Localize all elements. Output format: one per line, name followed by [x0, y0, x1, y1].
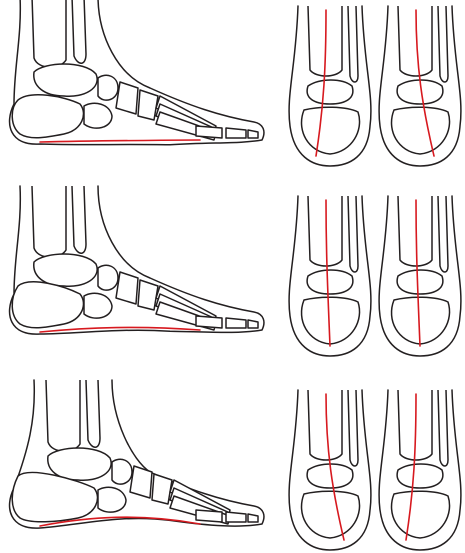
foot-row-normal: [10, 186, 461, 356]
calcaneus-bone: [302, 491, 360, 538]
talus-bone: [397, 270, 443, 294]
cuneiform-bone: [116, 272, 138, 304]
foot-row-high: [10, 380, 461, 550]
side-view: [10, 380, 264, 528]
arch-line: [40, 140, 200, 142]
fibula-bone: [72, 186, 86, 253]
cuneiform-bone: [138, 90, 158, 120]
phalanx-bone: [248, 514, 258, 522]
calcaneus-bone: [12, 282, 83, 328]
tibia-bone: [398, 6, 432, 76]
fibula-bone: [438, 390, 448, 466]
phalanx-bone: [196, 510, 222, 522]
calcaneus-bone: [302, 297, 360, 344]
navicular-bone: [112, 459, 132, 484]
rear-view: [379, 390, 461, 550]
cuboid-bone: [84, 103, 112, 128]
phalanx-bone: [248, 130, 258, 138]
tibia-bone: [308, 390, 342, 460]
cuneiform-bone: [152, 474, 172, 504]
side-view: [10, 186, 264, 334]
rear-view: [289, 6, 371, 166]
fibula-bone: [86, 380, 100, 447]
fibula-bone: [348, 6, 358, 82]
fibula-bone: [348, 196, 358, 272]
phalanx-bone: [196, 316, 222, 328]
calcaneus-bone: [12, 95, 83, 138]
talus-bone: [397, 464, 443, 488]
tibia-bone: [32, 186, 66, 257]
rear-view: [379, 196, 461, 356]
calcaneus-bone: [392, 297, 450, 344]
fibula-bone: [438, 6, 448, 82]
phalanx-bone: [196, 126, 222, 138]
tibia-bone: [398, 196, 432, 266]
tibia-bone: [46, 380, 80, 451]
rear-view: [379, 6, 461, 166]
phalanx-bone: [226, 128, 246, 138]
phalanx-bone: [248, 320, 258, 328]
phalanx-bone: [226, 318, 246, 328]
calcaneus-bone: [302, 107, 360, 154]
tibia-bone: [308, 196, 342, 266]
calcaneus-bone: [392, 107, 450, 154]
talus-bone: [307, 270, 353, 294]
talus-bone: [34, 254, 97, 286]
cuneiform-bone: [138, 280, 158, 310]
foot-row-low: [10, 0, 461, 166]
cuneiform-bone: [116, 82, 138, 114]
phalanx-bone: [226, 512, 246, 522]
talus-bone: [34, 64, 97, 96]
fibula-bone: [72, 0, 86, 63]
tibia-bone: [32, 0, 66, 67]
rear-view: [289, 390, 371, 550]
navicular-bone: [98, 75, 118, 100]
cuboid-bone: [98, 487, 126, 512]
cuboid-bone: [84, 293, 112, 318]
side-view: [10, 0, 264, 145]
calcaneus-bone: [392, 491, 450, 538]
fibula-bone: [348, 390, 358, 466]
cuneiform-bone: [130, 466, 152, 498]
fibula-bone: [438, 196, 448, 272]
talus-bone: [307, 80, 353, 104]
navicular-bone: [98, 265, 118, 290]
rear-view: [289, 196, 371, 356]
